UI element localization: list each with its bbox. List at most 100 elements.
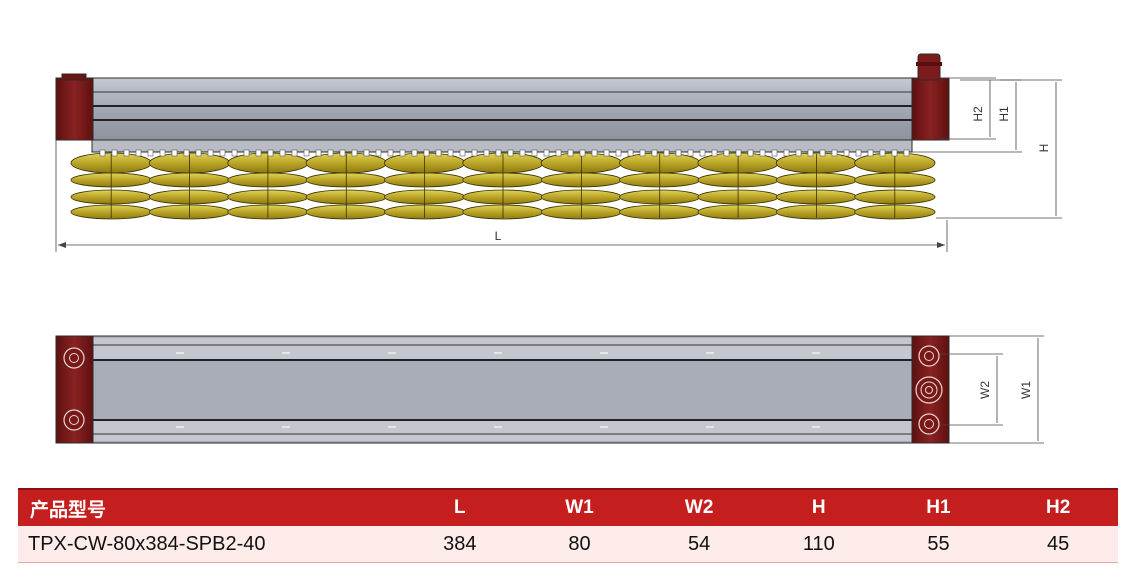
suction-cup	[70, 152, 152, 220]
stud	[747, 149, 754, 157]
stud	[171, 149, 178, 157]
stud	[819, 149, 826, 157]
stud	[651, 149, 658, 157]
stud	[771, 149, 778, 157]
stud	[183, 149, 190, 157]
stud	[231, 149, 238, 157]
suction-cup	[619, 152, 701, 220]
stud	[351, 149, 358, 157]
cell-h2: 45	[998, 526, 1118, 563]
cell-model: TPX-CW-80x384-SPB2-40	[18, 526, 400, 563]
right-end-cap	[911, 77, 950, 141]
stud	[303, 149, 310, 157]
suction-cup	[148, 152, 231, 220]
stud	[207, 149, 214, 157]
stud	[135, 149, 142, 157]
stud	[531, 149, 538, 157]
bolt-icon	[918, 345, 940, 367]
stud	[399, 149, 406, 157]
stud	[603, 149, 610, 157]
stud	[195, 149, 202, 157]
cell-w2: 54	[639, 526, 759, 563]
stud	[663, 149, 670, 157]
top-rail-upper	[92, 338, 912, 360]
air-fitting	[917, 53, 941, 81]
air-fitting-ring	[916, 62, 942, 66]
stud	[243, 149, 250, 157]
front-mount-strip	[91, 139, 913, 153]
stud	[855, 149, 862, 157]
header-w2: W2	[639, 488, 759, 526]
stud	[879, 149, 886, 157]
stud	[147, 149, 154, 157]
header-w1: W1	[519, 488, 640, 526]
stud	[291, 149, 298, 157]
stud	[435, 149, 442, 157]
cell-w1: 80	[519, 526, 640, 563]
stud	[831, 149, 838, 157]
dim-l-arrow-left	[58, 242, 66, 248]
stud	[255, 149, 262, 157]
cell-l: 384	[400, 526, 520, 563]
stud	[579, 149, 586, 157]
suction-cup	[384, 152, 466, 220]
header-model: 产品型号	[18, 488, 400, 526]
dim-w1-label: W1	[1019, 381, 1033, 399]
suction-cup-row	[70, 152, 936, 220]
stud	[723, 149, 730, 157]
dim-h2-label: H2	[971, 106, 985, 122]
suction-cup	[697, 152, 779, 220]
left-end-cap	[55, 77, 94, 141]
spec-table: 产品型号 L W1 W2 H H1 H2 TPX-CW-80x384-SPB2-…	[18, 488, 1118, 563]
header-h: H	[758, 488, 879, 526]
stud	[795, 149, 802, 157]
stud	[99, 149, 106, 157]
stud	[759, 149, 766, 157]
stud	[339, 149, 346, 157]
stud	[123, 149, 130, 157]
suction-cup	[540, 152, 622, 220]
table-row: TPX-CW-80x384-SPB2-40 384 80 54 110 55 4…	[18, 526, 1118, 563]
stud	[159, 149, 166, 157]
stud	[279, 149, 286, 157]
stud	[687, 149, 694, 157]
air-port-icon	[915, 376, 943, 404]
dim-l-label: L	[495, 229, 502, 243]
stud	[807, 149, 814, 157]
stud	[471, 149, 478, 157]
stud-row	[99, 149, 910, 157]
stud	[891, 149, 898, 157]
stud	[543, 149, 550, 157]
technical-drawing: H2 H1 H L	[55, 53, 1062, 444]
top-rail-lower	[92, 420, 912, 441]
top-view: W2 W1	[55, 335, 1044, 444]
stud	[111, 149, 118, 157]
suction-cup	[227, 152, 309, 220]
dim-w2-label: W2	[978, 381, 992, 399]
stud	[843, 149, 850, 157]
header-l: L	[400, 488, 520, 526]
stud	[735, 149, 742, 157]
suction-cup	[305, 152, 387, 220]
bolt-icon	[63, 347, 85, 369]
stud	[903, 149, 910, 157]
stud	[459, 149, 466, 157]
stud	[447, 149, 454, 157]
stud	[387, 149, 394, 157]
header-h2: H2	[998, 488, 1118, 526]
suction-cup	[462, 152, 544, 220]
dim-h1-label: H1	[997, 106, 1011, 122]
stud	[327, 149, 334, 157]
stud	[867, 149, 874, 157]
stud	[483, 149, 490, 157]
stud	[699, 149, 706, 157]
left-fitting	[61, 73, 87, 81]
spec-header-row: 产品型号 L W1 W2 H H1 H2	[18, 488, 1118, 526]
bolt-icon	[63, 409, 85, 431]
cell-h: 110	[758, 526, 879, 563]
stud	[315, 149, 322, 157]
dim-l-arrow-right	[937, 242, 945, 248]
stud	[495, 149, 502, 157]
stud	[591, 149, 598, 157]
stud	[219, 149, 226, 157]
